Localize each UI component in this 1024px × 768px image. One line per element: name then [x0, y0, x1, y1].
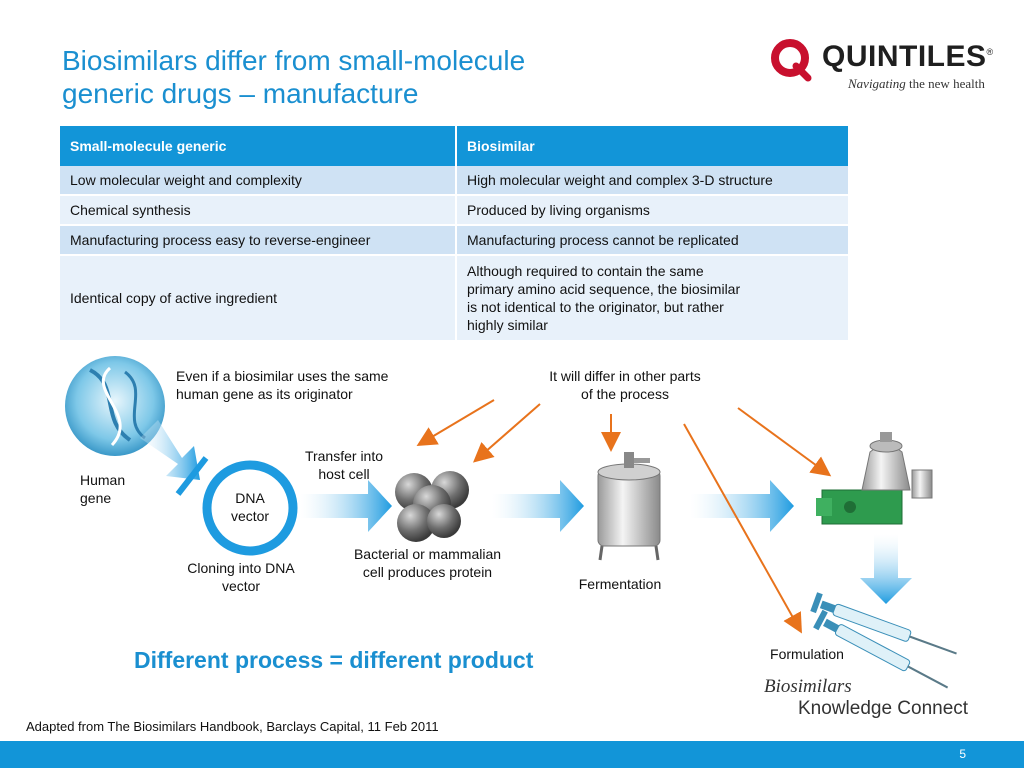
page-number: 5 — [959, 747, 966, 761]
table-header-row: Small-molecule generic Biosimilar — [60, 126, 850, 166]
header-biosimilar: Biosimilar — [456, 126, 850, 166]
slide-title-line1: Biosimilars differ from small-molecule — [62, 45, 526, 76]
comparison-table: Small-molecule generic Biosimilar Low mo… — [60, 126, 850, 342]
key-message: Different process = different product — [134, 647, 534, 673]
arrow-to-cells — [300, 480, 392, 532]
table-row: Manufacturing process easy to reverse-en… — [60, 225, 850, 256]
table-cell: Although required to contain the same pr… — [456, 255, 850, 342]
syringes-icon — [810, 592, 957, 689]
purification-machine-icon — [816, 432, 933, 525]
table-cell: Manufacturing process cannot be replicat… — [456, 225, 850, 256]
logo-wordmark: QUINTILES® — [822, 40, 994, 73]
fermentation-tank-icon — [597, 452, 661, 561]
table-cell: High molecular weight and complex 3-D st… — [456, 166, 850, 196]
table-cell: Low molecular weight and complexity — [60, 166, 457, 196]
table-cell: Manufacturing process easy to reverse-en… — [60, 225, 457, 256]
gene-insert-segment — [175, 456, 209, 496]
label-transfer: Transfer into host cell — [304, 448, 384, 482]
slide-title-line2: generic drugs – manufacture — [62, 78, 419, 109]
biosimilars-knowledge-connect-logo: Biosimilars Knowledge Connect — [764, 676, 1004, 722]
table-cell: Produced by living organisms — [456, 195, 850, 226]
header-small-molecule: Small-molecule generic — [60, 126, 457, 166]
bkc-line2: Knowledge Connect — [798, 698, 969, 719]
note-same-gene: Even if a biosimilar uses the same human… — [176, 368, 389, 402]
table-row: Chemical synthesis Produced by living or… — [60, 195, 850, 226]
arrow-to-fermentation — [492, 480, 584, 532]
arrow-to-formulation — [860, 534, 912, 604]
host-cells-icon — [395, 471, 469, 542]
label-formulation: Formulation — [770, 646, 844, 662]
source-citation: Adapted from The Biosimilars Handbook, B… — [26, 719, 439, 734]
orange-pointer-arrows — [416, 399, 832, 634]
label-cloning: Cloning into DNA vector — [187, 560, 295, 594]
table-cell: Chemical synthesis — [60, 195, 457, 226]
label-fermentation: Fermentation — [578, 576, 662, 592]
note-differ: It will differ in other parts of the pro… — [549, 368, 701, 402]
label-human-gene: Human gene — [80, 472, 126, 506]
arrow-to-purification — [690, 480, 794, 532]
dna-helix-icon — [65, 356, 165, 456]
table-row: Low molecular weight and complexity High… — [60, 166, 850, 196]
logo-tagline: Navigating the new health — [848, 76, 985, 91]
table-row: Identical copy of active ingredient Alth… — [60, 255, 850, 342]
label-dna-vector: DNA vector — [230, 490, 270, 524]
footer-bar: 5 — [0, 741, 1024, 768]
label-cell-produces: Bacterial or mammalian cell produces pro… — [353, 546, 502, 580]
dna-vector-ring — [202, 460, 298, 556]
quintiles-q-icon — [771, 39, 812, 82]
bkc-line1: Biosimilars — [764, 676, 852, 697]
slide-title: Biosimilars differ from small-molecule g… — [62, 44, 662, 110]
quintiles-logo: QUINTILES® Navigating the new health — [770, 38, 1010, 98]
gene-to-vector-arrow — [140, 420, 200, 480]
table-cell: Identical copy of active ingredient — [60, 255, 457, 342]
